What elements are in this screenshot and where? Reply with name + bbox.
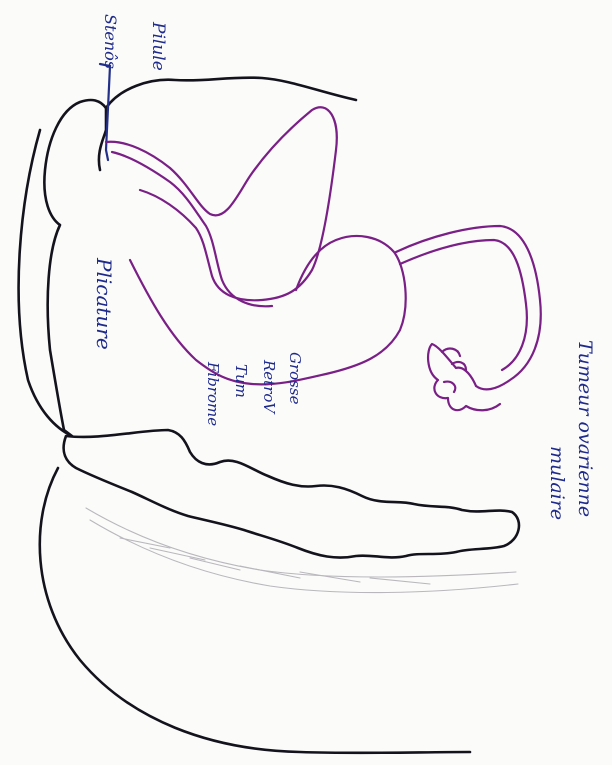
label-grossesse: Grosse: [286, 352, 302, 404]
fallopian-tube: [396, 226, 541, 389]
label-fibrome: Fibrome: [204, 362, 220, 426]
label-tumeur-line2: mulaire: [546, 446, 566, 520]
fallopian-tube-inner: [400, 240, 527, 370]
rectum-line-lower: [90, 520, 518, 593]
label-plicature: Plicature: [93, 258, 114, 350]
uterus-outline: [106, 107, 337, 300]
vaginal-wall: [99, 108, 106, 170]
label-pilule: Pilule: [148, 22, 166, 71]
label-retroversion: RetroV: [260, 360, 276, 413]
ovarian-tumour: [428, 344, 500, 410]
uterus-cavity: [112, 152, 272, 306]
cervix-outline: [106, 78, 356, 108]
label-tumeur-short: Tum: [232, 364, 248, 398]
sacrum-curve: [40, 468, 470, 753]
label-tumeur-ovarienne: Tumeur ovarienne: [574, 340, 594, 517]
rectum-line-upper: [86, 508, 516, 577]
label-stenose: Stenôs: [101, 14, 118, 69]
pubic-contour: [64, 430, 519, 558]
